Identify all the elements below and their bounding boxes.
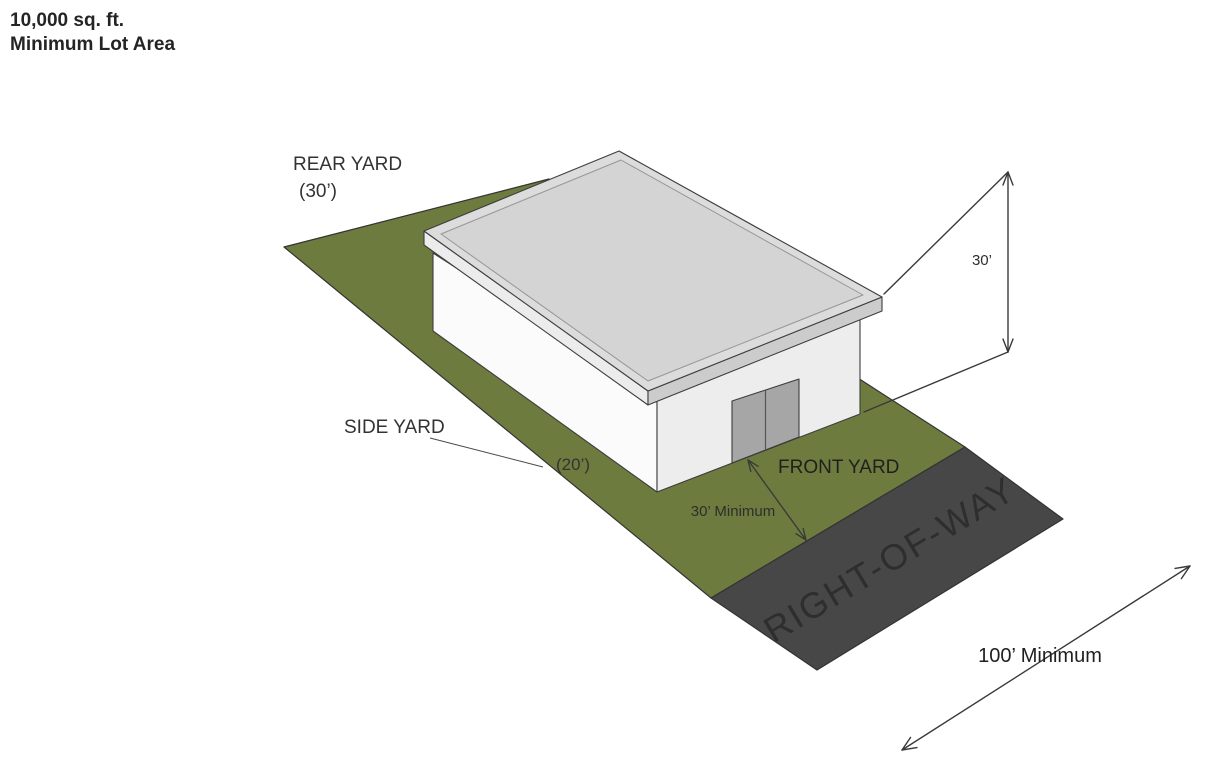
- right-of-way-surface: [710, 446, 1064, 671]
- rear-yard-dimension-label: (30’): [299, 181, 337, 202]
- arrowhead-down-icon: [1002, 338, 1014, 353]
- building-height-label: 30’: [972, 252, 992, 269]
- side-yard-label: SIDE YARD: [344, 417, 445, 438]
- height-extension-line-top: [883, 171, 1009, 295]
- page-title-line1: 10,000 sq. ft.: [10, 10, 124, 31]
- arrowhead-downleft-icon: [901, 736, 918, 751]
- side-yard-dimension-label: (20’): [556, 455, 590, 474]
- frontage-dimension-line: [901, 565, 1191, 751]
- arrowhead-toward-road-icon: [795, 527, 807, 541]
- side-yard-leader-line: [429, 437, 544, 468]
- frontage-dimension: 100’ Minimum: [901, 565, 1191, 751]
- front-setback-label: 30’ Minimum: [691, 503, 775, 520]
- arrowhead-up-icon: [1002, 171, 1014, 186]
- page-title-line2: Minimum Lot Area: [10, 34, 175, 55]
- building: [423, 150, 883, 493]
- rear-yard-label: REAR YARD: [293, 154, 402, 175]
- arrowhead-upright-icon: [1174, 565, 1191, 580]
- front-setback-dimension-line: [747, 459, 807, 541]
- front-yard-label: FRONT YARD: [778, 457, 899, 478]
- arrowhead-toward-building-icon: [747, 459, 759, 473]
- height-dimension: 30’: [863, 171, 1014, 413]
- roof-inner-rim: [440, 159, 864, 382]
- front-setback-dimension: 30’ Minimum: [691, 459, 807, 541]
- lot-frontage-label: 100’ Minimum: [978, 645, 1102, 667]
- height-extension-line-bottom: [863, 351, 1009, 413]
